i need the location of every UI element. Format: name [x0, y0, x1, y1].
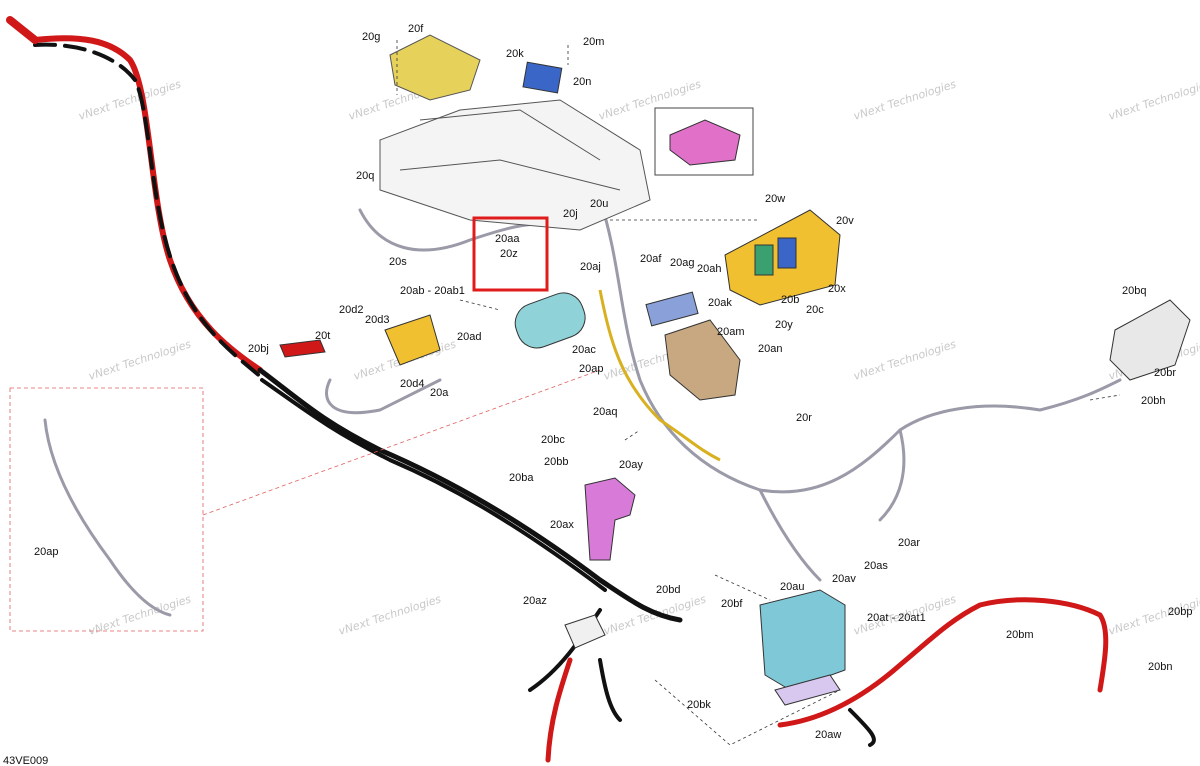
part-label: 20bj — [248, 343, 269, 355]
battery-20at — [759, 589, 846, 706]
part-label: 20am — [717, 326, 745, 338]
switch-panel-20v — [724, 209, 841, 306]
watermark: vNext Technologies — [1107, 77, 1200, 123]
part-label: 20ag — [670, 257, 694, 269]
part-label: 20g — [362, 31, 380, 43]
part-label: 20ba — [509, 472, 534, 484]
connector-20k — [522, 61, 563, 94]
part-label: 20s — [389, 256, 407, 268]
part-label: 20u — [590, 198, 608, 210]
part-label: 20y — [775, 319, 793, 331]
part-label: 20q — [356, 170, 374, 182]
watermark: vNext Technologies — [337, 592, 443, 638]
part-label: 20au — [780, 581, 804, 593]
part-label: 20ar — [898, 537, 920, 549]
ecu-module-20f — [389, 34, 481, 101]
detail-inset-20ap — [9, 387, 204, 632]
harness-20ap — [598, 289, 721, 462]
part-label: 20z — [500, 248, 518, 260]
frame-structure — [379, 99, 651, 231]
watermark: vNext Technologies — [852, 337, 958, 383]
part-labels: 20g 20f 20m 20k 20n 20q 20s 20aa 20z 20j 20u 20w 20v… — [34, 23, 1192, 741]
watermark: vNext Technologies — [852, 77, 958, 123]
part-label: 20r — [796, 412, 812, 424]
part-label: 20t — [315, 330, 330, 342]
part-label: 20bb — [544, 456, 568, 468]
part-label: 20as — [864, 560, 888, 572]
key-fob-20ac — [514, 292, 586, 349]
part-label: 20ad — [457, 331, 481, 343]
part-label: 20bk — [687, 699, 711, 711]
part-label: 20aw — [815, 729, 841, 741]
part-label: 20aq — [593, 406, 617, 418]
watermark: vNext Technologies — [77, 77, 183, 123]
part-label: 20az — [523, 595, 547, 607]
reference-code: 43VE009 — [3, 755, 48, 766]
part-label: 20j — [563, 208, 578, 220]
detail-inset-connector-line — [202, 369, 601, 516]
part-label: 20ah — [697, 263, 721, 275]
part-label: 20a — [430, 387, 449, 399]
watermark: vNext Technologies — [87, 337, 193, 383]
part-label: 20ap — [579, 363, 603, 375]
part-label: 20ab - 20ab1 — [400, 285, 465, 297]
part-label: 20d3 — [365, 314, 389, 326]
part-label: 20an — [758, 343, 782, 355]
part-label: 20bn — [1148, 661, 1172, 673]
part-label: 20br — [1154, 367, 1176, 379]
part-20n-inset — [654, 107, 754, 176]
part-label: 20bf — [721, 598, 743, 610]
part-label: 20w — [765, 193, 785, 205]
part-label: 20d4 — [400, 378, 424, 390]
connector-20ak — [645, 291, 699, 327]
part-label: 20ac — [572, 344, 596, 356]
module-20bq — [1109, 299, 1191, 381]
part-label: 20av — [832, 573, 856, 585]
bracket-20bj — [279, 339, 326, 358]
part-label: 20k — [506, 48, 524, 60]
part-label: 20bh — [1141, 395, 1165, 407]
bracket-20ax — [584, 477, 636, 561]
part-label: 20bc — [541, 434, 565, 446]
battery-cable-20bm — [777, 597, 1109, 747]
part-label: 20c — [806, 304, 824, 316]
part-label: 20bq — [1122, 285, 1146, 297]
part-label: 20n — [573, 76, 591, 88]
part-label: 20aa — [495, 233, 520, 245]
part-label: 20ax — [550, 519, 574, 531]
part-label: 20ay — [619, 459, 643, 471]
part-label: 20d2 — [339, 304, 363, 316]
part-label: 20b — [781, 294, 799, 306]
part-label: 20bp — [1168, 606, 1192, 618]
leader-lines — [396, 40, 1121, 746]
plate-20az — [564, 614, 606, 649]
part-label: 20f — [408, 23, 424, 35]
part-label: 20x — [828, 283, 846, 295]
part-label: 20at - 20at1 — [867, 612, 926, 624]
part-label: 20bm — [1006, 629, 1034, 641]
highlight-box-20aa-20z — [472, 216, 549, 292]
part-label: 20m — [583, 36, 604, 48]
part-label: 20ap — [34, 546, 58, 558]
part-label: 20af — [640, 253, 662, 265]
part-label: 20v — [836, 215, 854, 227]
shifter-20am — [664, 319, 741, 401]
part-label: 20aj — [580, 261, 601, 273]
part-label: 20bd — [656, 584, 680, 596]
part-label: 20ak — [708, 297, 732, 309]
main-battery-cable — [6, 16, 683, 763]
relay-box-20d4 — [384, 314, 441, 366]
